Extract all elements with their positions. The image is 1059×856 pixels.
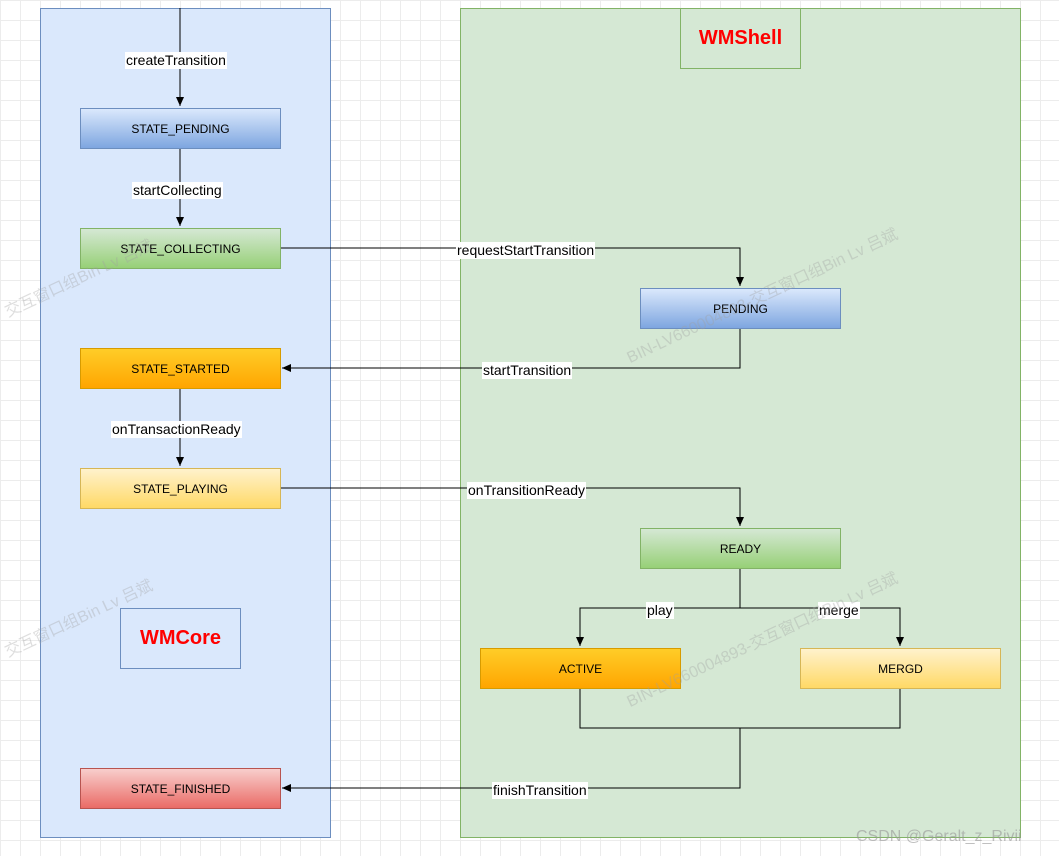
label-start-transition: startTransition [482,362,573,379]
label-create-transition: createTransition [125,52,227,69]
edge-start-transition [282,328,741,372]
csdn-watermark: CSDN @Geralt_z_Rivii [856,828,1022,845]
edge-finish-transition [282,728,741,792]
label-on-transaction-ready: onTransactionReady [111,421,242,438]
wmshell-lane [460,8,1021,838]
wmcore-title: WMCore [120,608,241,669]
label-request-start-transition: requestStartTransition [456,242,596,259]
ready-box: READY [640,528,841,569]
label-finish-transition: finishTransition [492,782,588,799]
active-box: ACTIVE [480,648,681,689]
state-started-box: STATE_STARTED [80,348,281,389]
label-merge: merge [818,602,860,619]
state-playing-box: STATE_PLAYING [80,468,281,509]
wmshell-title: WMShell [680,8,801,69]
shell-pending-box: PENDING [640,288,841,329]
edge-request-start-transition [280,247,744,286]
label-on-transition-ready: onTransitionReady [467,482,586,499]
edge-on-transition-ready [280,487,744,526]
state-finished-box: STATE_FINISHED [80,768,281,809]
state-collecting-box: STATE_COLLECTING [80,228,281,269]
label-play: play [646,602,674,619]
label-start-collecting: startCollecting [132,182,223,199]
edge-merge [740,607,904,646]
state-pending-box: STATE_PENDING [80,108,281,149]
merged-box: MERGD [800,648,1001,689]
